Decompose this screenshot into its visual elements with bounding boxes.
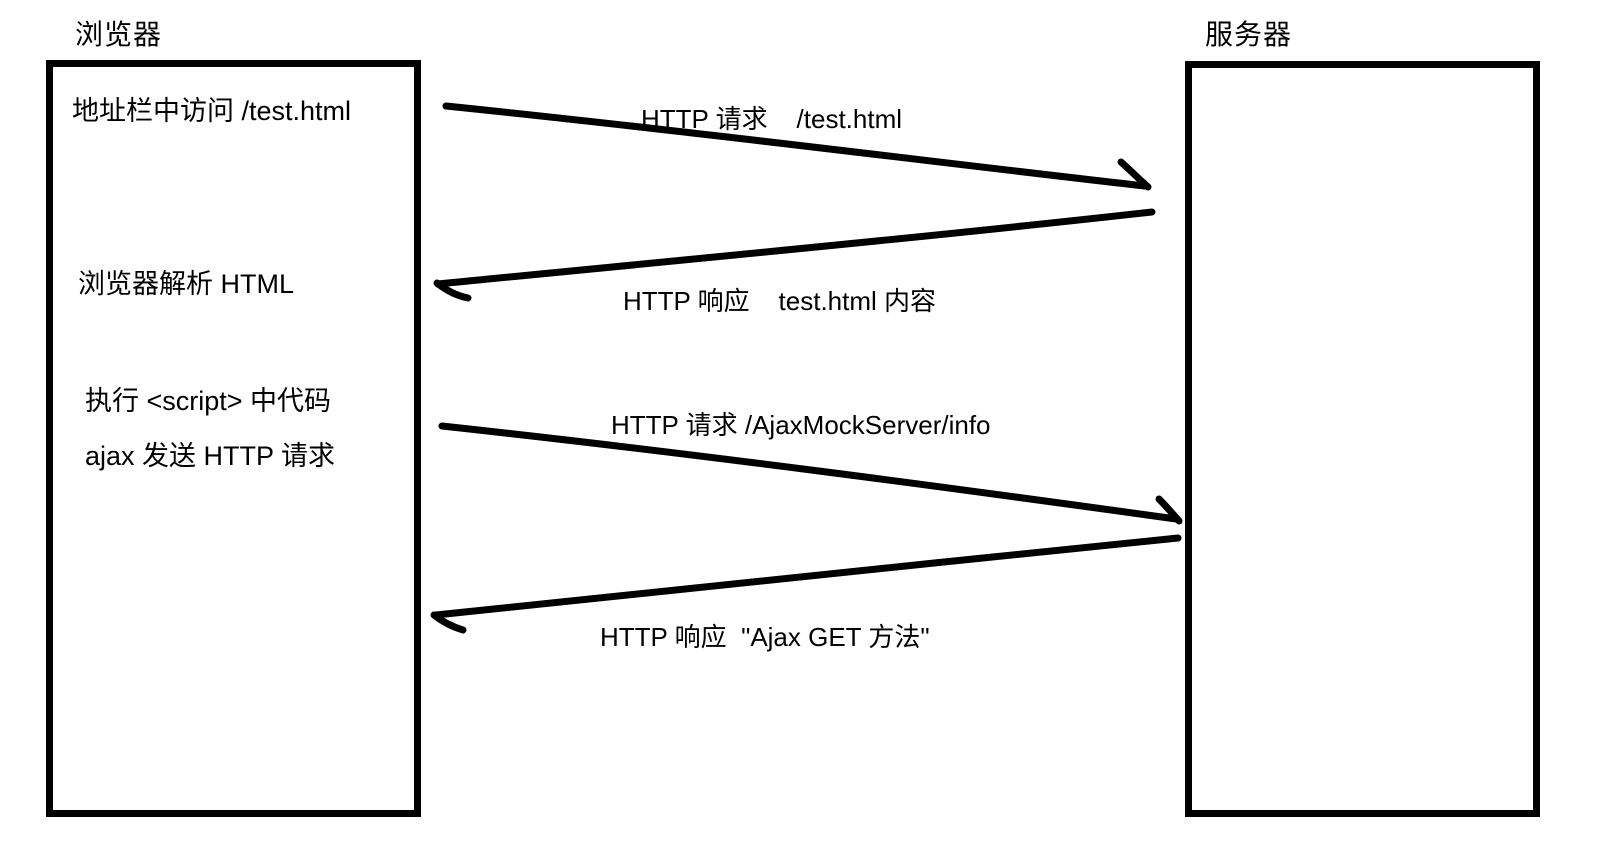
browser-step-ajax-send: ajax 发送 HTTP 请求 [85,441,336,471]
browser-step-address-bar: 地址栏中访问 /test.html [72,96,352,126]
browser-title: 浏览器 [75,19,163,50]
message-label-http-request-ajax-info: HTTP 请求 /AjaxMockServer/info [611,410,991,440]
message-label-http-response-ajax-get: HTTP 响应 "Ajax GET 方法" [600,622,930,652]
arrow-head [1117,158,1152,191]
server-box [1185,61,1540,817]
arrow-head [1155,495,1183,525]
browser-step-parse-html: 浏览器解析 HTML [78,269,294,299]
server-title: 服务器 [1205,19,1293,50]
arrow-head [430,611,467,634]
browser-step-exec-script: 执行 <script> 中代码 [85,386,332,416]
browser-box [46,60,421,817]
arrow-head [433,279,472,302]
message-label-http-response-test-html: HTTP 响应 test.html 内容 [623,286,937,316]
arrow-line [432,534,1182,619]
message-label-http-request-test-html: HTTP 请求 /test.html [641,104,903,134]
arrow-line [434,208,1156,288]
